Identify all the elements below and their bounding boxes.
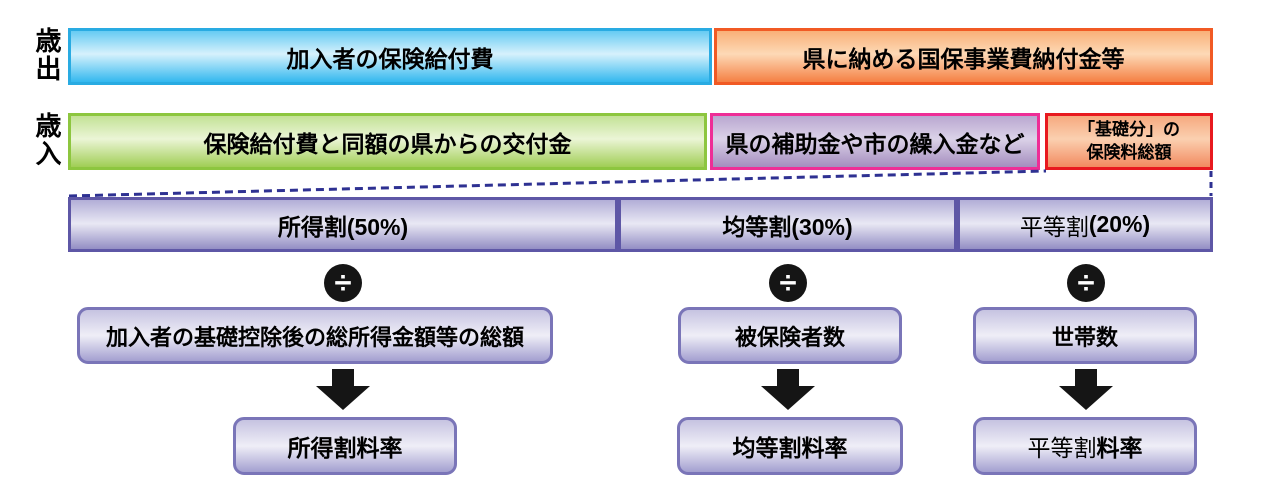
box-total-income-after-deduction: 加入者の基礎控除後の総所得金額等の総額 [77, 307, 553, 364]
box-income-levy-rate: 所得割料率 [233, 417, 457, 475]
box-insured-person-count: 被保険者数 [678, 307, 902, 364]
arrow-head [1059, 386, 1113, 410]
down-arrow-icon [1058, 369, 1114, 410]
box-household-count: 世帯数 [973, 307, 1197, 364]
bar-subsidy-transfer: 県の補助金や市の繰入金など [710, 113, 1040, 170]
revenue-axis-label: 歳入 [32, 112, 62, 168]
arrow-head [761, 386, 815, 410]
box-per-capita-levy-rate: 均等割料率 [677, 417, 903, 475]
basic-premium-label: 「基礎分」の 保険料総額 [1078, 119, 1180, 163]
bar-prefecture-payment: 県に納める国保事業費納付金等 [714, 28, 1213, 85]
divide-icon: ÷ [1067, 264, 1105, 302]
segment-per-capita-levy-30: 均等割(30%) [618, 197, 957, 252]
segment-per-household-levy-20: 平等割(20%) [957, 197, 1213, 252]
per-household-levy-percent: (20%) [1088, 211, 1151, 237]
expenditure-axis-label: 歳出 [32, 27, 62, 83]
bar-basic-premium-total: 「基礎分」の 保険料総額 [1045, 113, 1213, 170]
arrow-stem [777, 369, 799, 386]
divide-icon: ÷ [769, 264, 807, 302]
arrow-stem [1075, 369, 1097, 386]
basic-premium-line2: 保険料総額 [1086, 142, 1172, 162]
dashed-connector-left [68, 169, 1047, 198]
bar-prefecture-grant: 保険給付費と同額の県からの交付金 [68, 113, 707, 170]
bar-insurance-benefit-cost: 加入者の保険給付費 [68, 28, 712, 85]
per-household-levy-name: 平等割 [1019, 213, 1089, 240]
down-arrow-icon [315, 369, 371, 410]
segment-income-levy-50: 所得割(50%) [68, 197, 618, 252]
per-household-rate-suffix: 料率 [1096, 435, 1143, 461]
box-per-household-levy-rate: 平等割料率 [973, 417, 1197, 475]
basic-premium-line1: 「基礎分」の [1078, 120, 1180, 140]
divide-icon: ÷ [324, 264, 362, 302]
arrow-head [316, 386, 370, 410]
down-arrow-icon [760, 369, 816, 410]
arrow-stem [332, 369, 354, 386]
per-household-rate-name: 平等割 [1027, 435, 1097, 461]
